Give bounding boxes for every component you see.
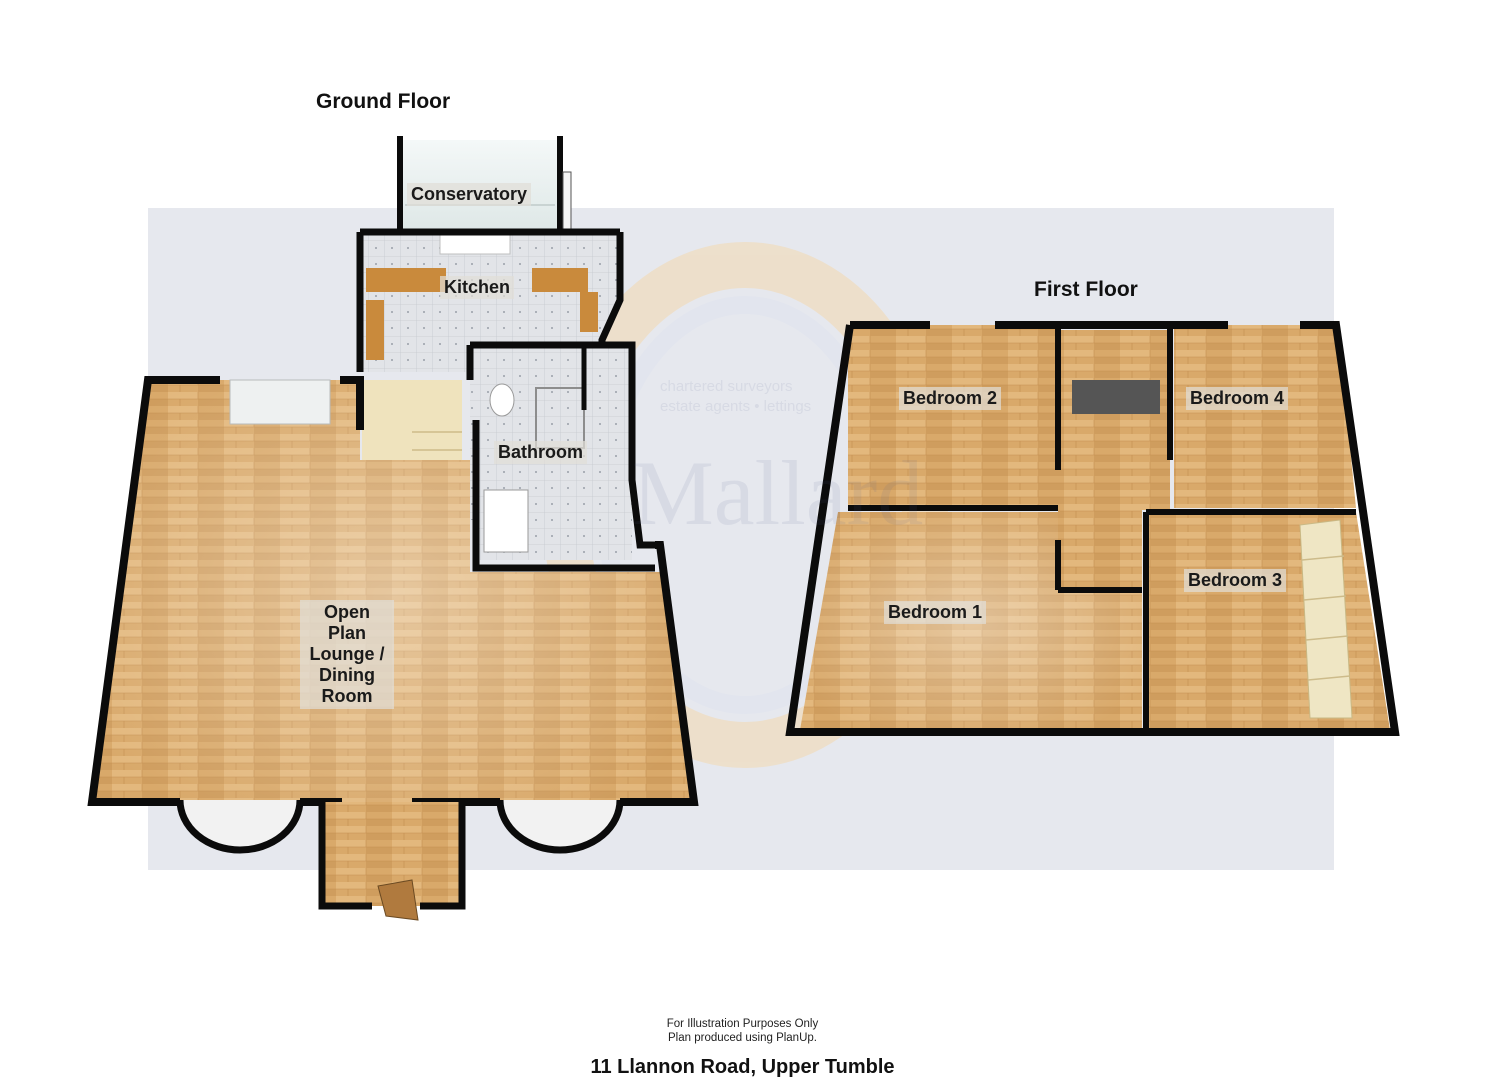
footer-note-1: For Illustration Purposes Only [666,1018,819,1030]
label-lounge-line-2: Plan [327,623,366,643]
watermark-tagline-1: chartered surveyors [660,378,793,395]
ground-floor-title: Ground Floor [316,90,451,113]
label-bedroom-2: Bedroom 2 [899,387,1002,410]
first-floor-title: First Floor [1034,278,1138,301]
porch-room [318,802,466,921]
label-bedroom-1: Bedroom 1 [884,601,987,624]
footer-note-2: Plan produced using PlanUp. [668,1032,817,1044]
footer-address: 11 Llannon Road, Upper Tumble [590,1056,895,1078]
label-lounge-line-1: Open [323,602,370,622]
label-lounge-dining: Open Plan Lounge / Dining Room [300,600,394,709]
label-conservatory: Conservatory [407,183,532,206]
label-lounge-line-4: Dining [319,665,375,685]
label-lounge-line-5: Room [321,686,373,706]
label-bedroom-4: Bedroom 4 [1186,387,1289,410]
label-bathroom: Bathroom [494,441,587,464]
watermark-tagline-2: estate agents • lettings [660,398,812,415]
label-lounge-line-3: Lounge / [309,644,385,664]
label-bedroom-3: Bedroom 3 [1184,569,1287,592]
lounge-dining-room [87,376,699,854]
watermark-brand: Mallard [632,442,924,544]
label-kitchen: Kitchen [440,276,515,299]
